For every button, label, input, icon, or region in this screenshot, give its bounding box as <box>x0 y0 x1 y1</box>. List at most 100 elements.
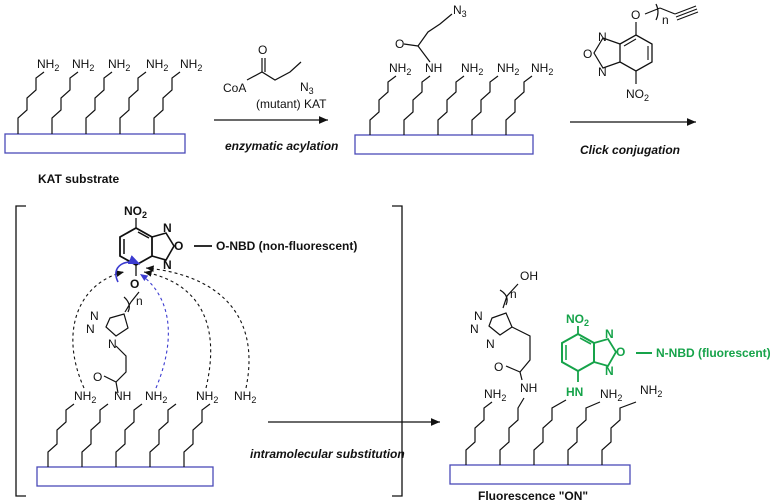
oxygen-label: O <box>174 239 183 253</box>
alkyne-bond <box>676 11 699 21</box>
amine-label: NH2 <box>146 57 168 73</box>
onbd-label: O-NBD (non-fluorescent) <box>216 239 357 253</box>
surface-bar <box>449 464 631 485</box>
lysine-chain <box>369 75 397 135</box>
right-bracket <box>392 205 403 497</box>
oxygen-label: O <box>494 360 503 374</box>
rearrangement-arrow <box>115 255 141 283</box>
aryl-amine-label: HN <box>566 385 583 399</box>
lysine-chain <box>183 403 211 467</box>
amine-label: NH2 <box>484 387 506 403</box>
repeat-index: n <box>136 294 143 308</box>
fluorescent-product: OH n N N N O NO2 N O N N-NBD (fluorescen… <box>449 269 771 503</box>
nitrogen-label: N <box>598 30 607 44</box>
lysine-chain <box>149 403 177 467</box>
nitrogen-label: N <box>108 337 117 351</box>
lysine-chain <box>601 401 637 465</box>
coa-label: CoA <box>223 81 246 95</box>
amine-label: NH2 <box>234 389 256 405</box>
oxadiazole-ring <box>151 232 175 261</box>
nitro-label: NO2 <box>626 87 649 103</box>
lysine-chain <box>499 397 525 465</box>
lysine-chain <box>465 401 493 465</box>
oxygen-label: O <box>395 37 404 51</box>
amine-label: NH2 <box>497 61 519 77</box>
substrate-label: KAT substrate <box>38 172 119 186</box>
surface-bar <box>4 133 186 154</box>
amine-label: NH2 <box>74 389 96 405</box>
alkyne-bond <box>675 8 698 18</box>
oxadiazole-ring <box>593 337 618 368</box>
nitrogen-label: N <box>470 322 479 336</box>
step-substitution: intramolecular substitution <box>250 418 440 461</box>
amide-label: NH <box>520 381 537 395</box>
oxygen-label: O <box>631 8 640 22</box>
amine-label: NH2 <box>461 61 483 77</box>
step-click: N O N O n NO2 Click conjugation <box>570 3 699 157</box>
lysine-chain <box>567 401 601 465</box>
step-label: Click conjugation <box>580 143 680 157</box>
azide-label: N3 <box>300 80 314 96</box>
carbonyl-bond <box>505 365 521 373</box>
lysine-chain <box>437 75 465 135</box>
oxygen-label: O <box>93 370 102 384</box>
ring-bond <box>623 38 637 47</box>
benzene-ring <box>119 226 153 267</box>
attack-arrow <box>145 265 250 389</box>
azidoacyl-chain <box>417 13 453 63</box>
kat-substrate: NH2 NH2 NH2 NH2 NH2 KAT substrate <box>4 57 202 186</box>
lysine-chain <box>81 403 109 467</box>
nitrogen-label: N <box>163 221 172 235</box>
attack-arrow <box>72 270 125 389</box>
lysine-chain <box>471 75 499 135</box>
amine-label: NH2 <box>600 387 622 403</box>
lysine-chain <box>505 75 533 135</box>
lysine-chain <box>47 403 75 467</box>
lysine-chain <box>85 71 113 134</box>
oxygen-label: O <box>258 43 267 57</box>
lysine-chain <box>17 71 45 134</box>
oxygen-label: O <box>616 345 625 359</box>
lysine-chain <box>119 71 147 134</box>
lysine-chain <box>115 403 143 467</box>
nitrogen-label: N <box>605 327 614 341</box>
amine-label: NH2 <box>145 389 167 405</box>
carbonyl-bond <box>403 43 419 47</box>
triazole-ring <box>105 313 129 337</box>
benzene-ring <box>619 34 653 72</box>
attack-arrow <box>139 273 169 389</box>
attack-arrow <box>143 270 212 389</box>
amide-label: NH <box>114 389 131 403</box>
step-label: enzymatic acylation <box>225 139 338 153</box>
carbonyl-bond <box>103 375 117 383</box>
oxadiazole-ring <box>593 37 621 69</box>
repeat-index: n <box>510 287 517 301</box>
amine-label: NH2 <box>108 57 130 73</box>
azide-label: N3 <box>453 3 467 19</box>
lysine-chain <box>403 75 431 135</box>
left-bracket <box>15 205 26 497</box>
alkyl-chain <box>499 283 519 309</box>
amide-label: NH <box>425 61 442 75</box>
alkyl-chain <box>123 291 140 313</box>
nitrogen-label: N <box>486 337 495 351</box>
amide-bond <box>519 371 523 381</box>
nitrogen-label: N <box>90 309 99 323</box>
step-label: intramolecular substitution <box>250 447 405 461</box>
nnbd-label: N-NBD (fluorescent) <box>656 346 771 360</box>
amine-label: NH2 <box>531 61 553 77</box>
linker-chain <box>115 345 127 383</box>
amine-label: NH2 <box>640 383 662 399</box>
amide-bond <box>115 381 119 394</box>
amine-label: NH2 <box>196 389 218 405</box>
repeat-index: n <box>662 13 669 27</box>
nitro-label: NO2 <box>566 312 589 328</box>
reagent-structure <box>246 61 302 81</box>
oxygen-label: O <box>130 277 139 291</box>
nitrogen-label: N <box>86 322 95 336</box>
ring-bond <box>579 337 592 345</box>
nitro-label: NO2 <box>124 204 147 220</box>
ring-bond <box>137 231 150 239</box>
oxygen-label: O <box>583 47 592 61</box>
